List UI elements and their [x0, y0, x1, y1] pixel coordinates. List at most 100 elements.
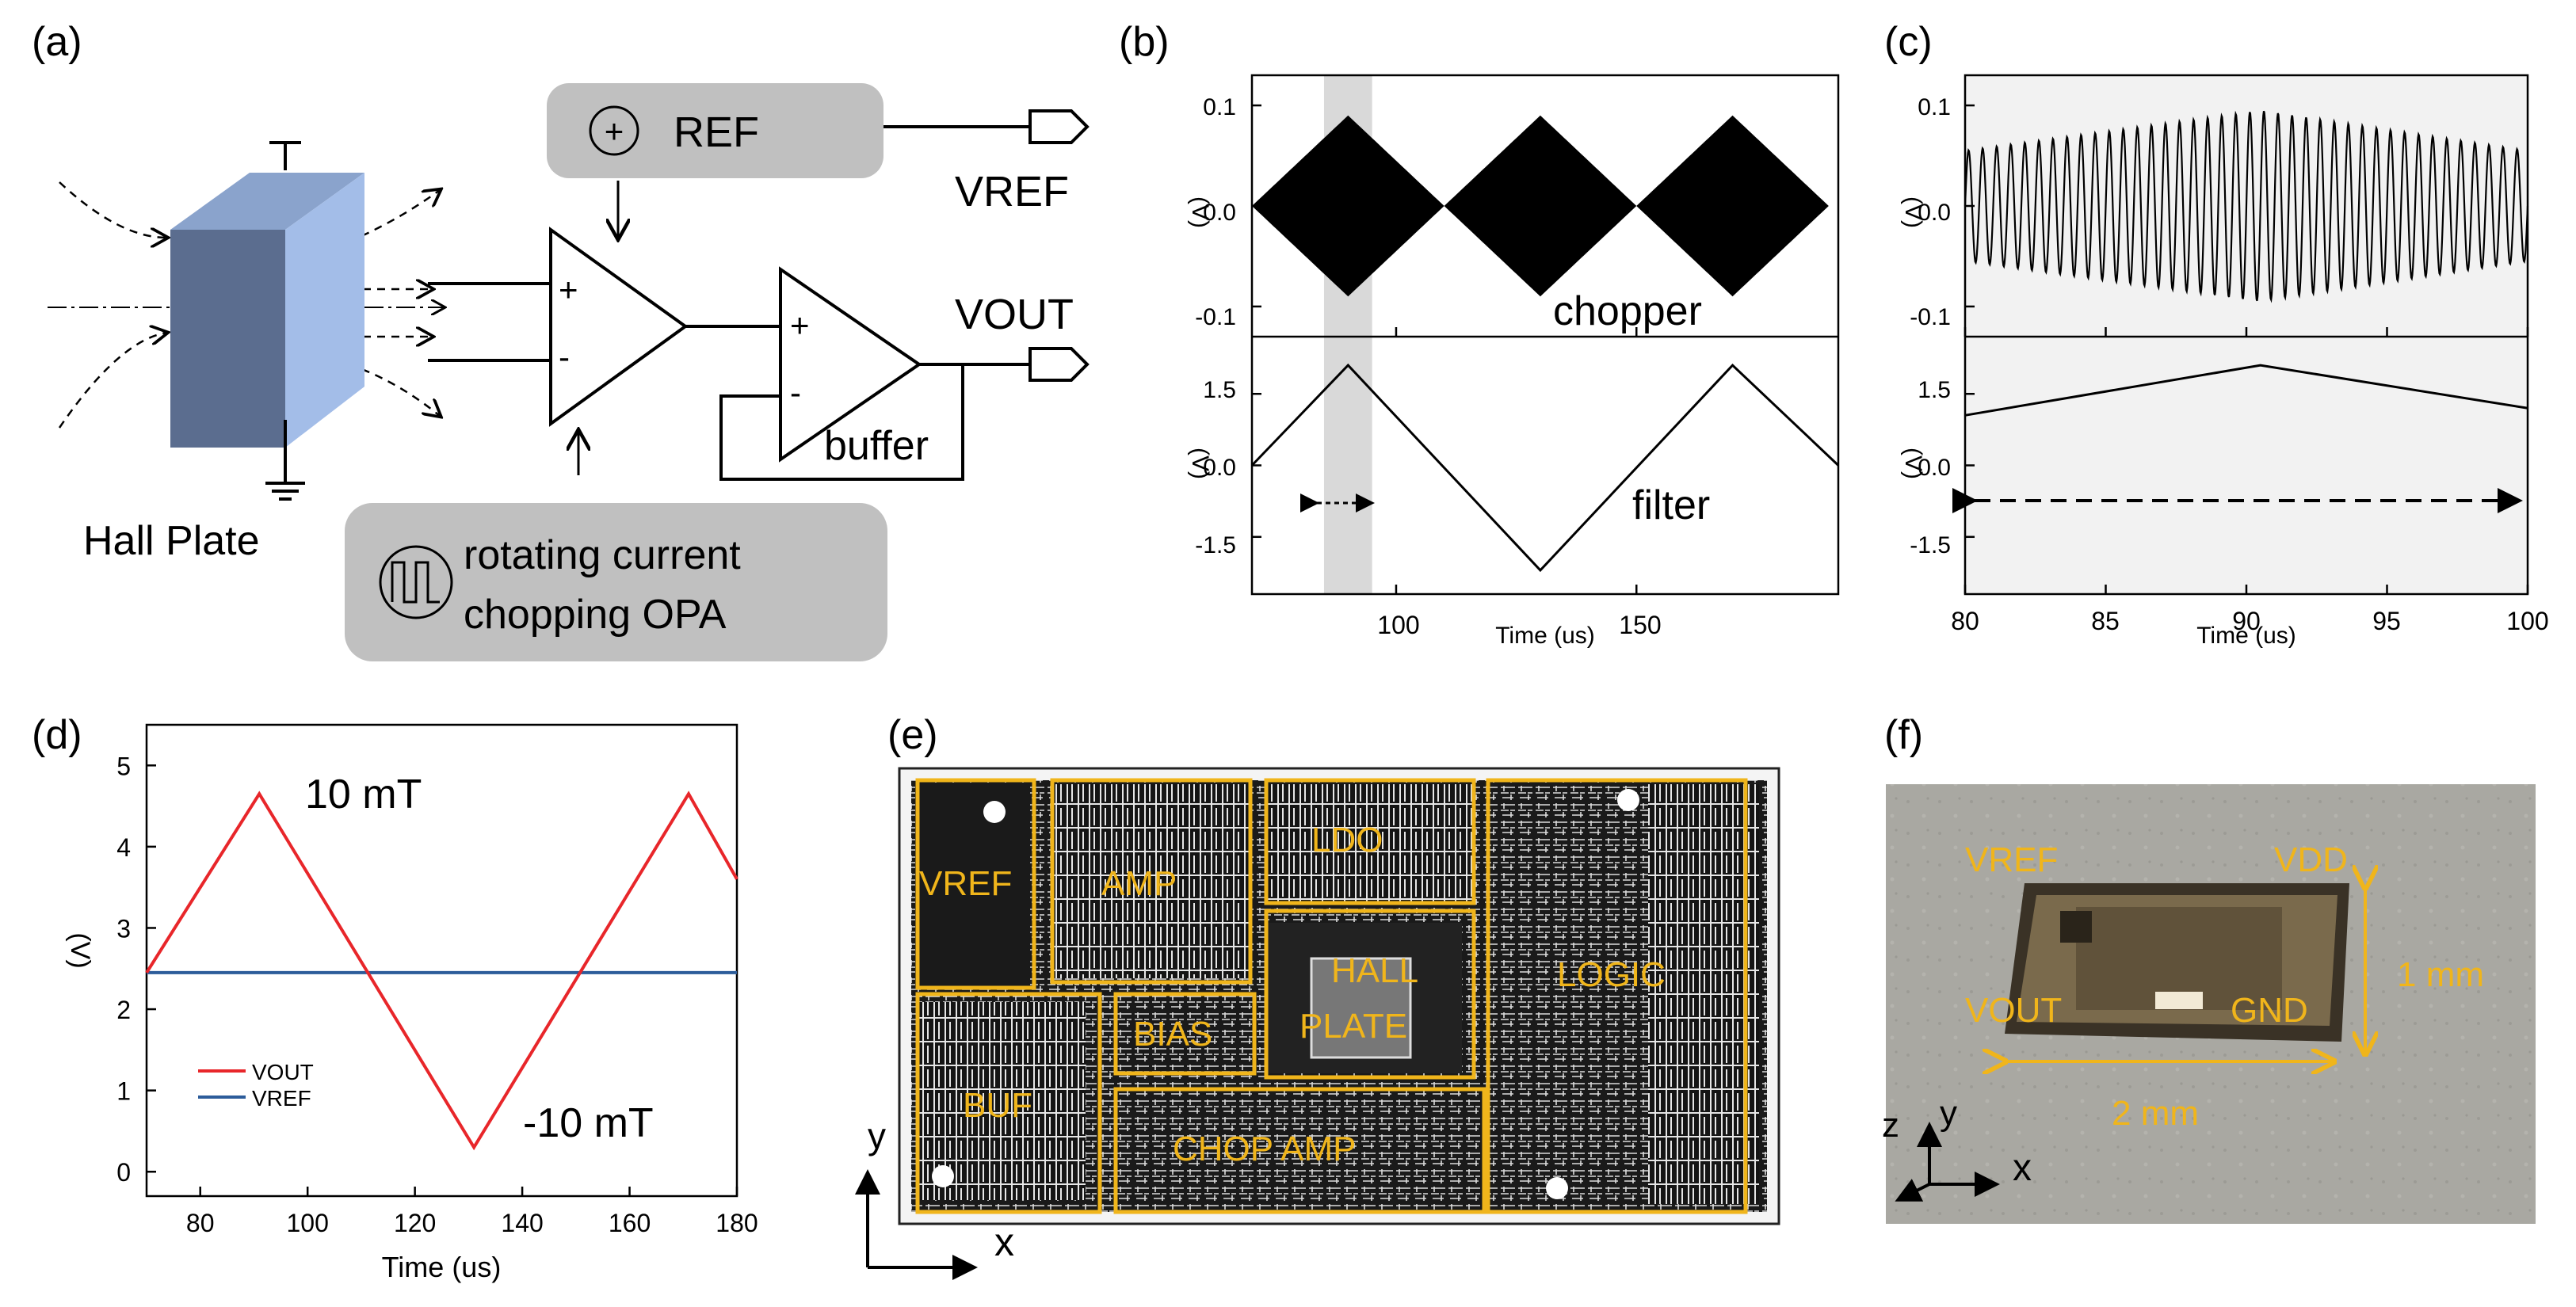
c-ytick-top-2: -0.1: [1910, 304, 1951, 330]
opa1-plus: +: [559, 271, 578, 308]
legend-vout-label: VOUT: [252, 1060, 314, 1084]
photo-y-axis-label: y: [1940, 1094, 1957, 1133]
d-ytick-label-2: 2: [116, 996, 131, 1024]
legend-vref-label: VREF: [252, 1086, 311, 1111]
b-ytick-top-0: 0.1: [1203, 94, 1236, 120]
chopper-label: chopper: [1553, 288, 1702, 334]
d-ytick-label-5: 5: [116, 752, 131, 780]
opa2-plus: +: [790, 307, 810, 344]
c-ytick-top-1: 0.0: [1918, 200, 1951, 226]
ldo-circuitry: [1268, 784, 1474, 903]
b-top-ylabel: (V): [1187, 196, 1213, 228]
d-xtick-label-3: 140: [501, 1209, 543, 1237]
block-label-plate: PLATE: [1299, 1007, 1407, 1046]
block-label-logic: LOGIC: [1557, 955, 1666, 994]
c-ytick-bot-2: -1.5: [1910, 532, 1951, 558]
pin-label-vdd: VDD: [2274, 840, 2348, 879]
voltage-source-icon: [589, 105, 639, 156]
hall-plate-label: Hall Plate: [83, 518, 260, 564]
block-outlines: [915, 778, 1748, 1214]
panel-e-layout: VREF AMP LDO HALL PLATE LOGIC BIAS BUF C…: [855, 767, 1780, 1280]
c-xtick-1: 85: [2091, 607, 2120, 635]
annotation-minus-10mT: -10 mT: [523, 1100, 654, 1146]
panel-b: chopper filter 0.1 0.0 -0.1 1.5 0.0 -1.5…: [1187, 74, 1840, 649]
ref-label: REF: [674, 109, 759, 156]
dim-label-2mm: 2 mm: [2112, 1094, 2199, 1133]
b-ytick-bot-1: 0.0: [1203, 455, 1236, 481]
field-lines: [58, 181, 440, 429]
block-label-buf: BUF: [963, 1086, 1032, 1125]
amp-circuitry: [1054, 784, 1252, 978]
b-xlabel: Time (us): [1495, 623, 1595, 649]
c-bottom-ylabel: (V): [1900, 448, 1926, 479]
chopping-opa-icon: [549, 227, 689, 427]
c-top-ylabel: (V): [1900, 196, 1926, 228]
opa2-minus: -: [790, 374, 801, 411]
c-xtick-2: 90: [2232, 607, 2261, 635]
d-xtick-label-5: 180: [716, 1209, 758, 1237]
c-xtick-0: 80: [1951, 607, 1979, 635]
chopping-block: [345, 503, 887, 661]
pin-label-gnd: GND: [2231, 991, 2308, 1030]
block-label-hall: HALL: [1331, 951, 1418, 990]
d-xlabel: Time (us): [382, 1251, 502, 1283]
b-bottom-ylabel: (V): [1187, 448, 1213, 479]
panel-label-d: (d): [32, 712, 82, 758]
vref-label: VREF: [955, 168, 1069, 215]
photo-z-axis-arrow: [1895, 1179, 1930, 1202]
voltage-source-plus: +: [605, 112, 624, 150]
b-ytick-bot-2: -1.5: [1195, 532, 1236, 558]
ref-block: [547, 83, 883, 178]
logic-pin-array: [1648, 784, 1759, 1204]
filter-trace-zoom: [1964, 364, 2528, 417]
hall-plate-front: [170, 230, 285, 448]
d-ytick-label-1: 1: [116, 1077, 131, 1106]
d-xtick-label-1: 100: [286, 1209, 328, 1237]
c-xtick-3: 95: [2372, 607, 2401, 635]
d-xtick-label-0: 80: [186, 1209, 215, 1237]
panel-f-photo: VREF VDD VOUT GND 1 mm 2 mm z y x: [1882, 784, 2536, 1224]
pad-gnd: [1546, 1177, 1568, 1199]
photo-x-axis-label: x: [2013, 1147, 2032, 1189]
block-label-vref: VREF: [919, 864, 1012, 903]
ground-icon: [265, 420, 305, 501]
panel-d-frame: [145, 723, 738, 1198]
square-wave-icon: [379, 545, 453, 619]
c-xlabel: Time (us): [2196, 623, 2296, 649]
pad-vout: [932, 1165, 954, 1187]
c-xtick-4: 100: [2506, 607, 2548, 635]
pin-label-vref: VREF: [1965, 840, 2058, 879]
chop-label-line1: rotating current: [464, 532, 741, 578]
block-label-chop-amp: CHOP AMP: [1173, 1130, 1356, 1168]
d-xtick-label-2: 120: [394, 1209, 436, 1237]
vout-port-icon: [1028, 347, 1090, 382]
pad-vref: [983, 801, 1006, 823]
block-label-amp: AMP: [1101, 864, 1177, 903]
hall-plate-side: [285, 173, 364, 448]
layout-y-axis-label: y: [868, 1115, 886, 1156]
supply-terminal-icon: [269, 141, 301, 170]
block-label-bias: BIAS: [1133, 1015, 1212, 1054]
buffer-opa-icon: [779, 266, 922, 463]
b-xtick-1: 150: [1619, 611, 1661, 639]
panel-c: 0.1 0.0 -0.1 1.5 0.0 -1.5 (V) (V) 80 85 …: [1900, 74, 2549, 649]
b-ytick-top-2: -0.1: [1195, 304, 1236, 330]
b-xtick-0: 100: [1377, 611, 1419, 639]
vref-port-icon: [1028, 109, 1090, 144]
panel-label-c: (c): [1884, 19, 1933, 65]
panel-label-e: (e): [887, 712, 938, 758]
block-label-ldo: LDO: [1311, 821, 1383, 859]
b-ytick-top-1: 0.0: [1203, 200, 1236, 226]
c-ytick-bot-0: 1.5: [1918, 377, 1951, 403]
pin-label-vout: VOUT: [1965, 991, 2062, 1030]
chop-label-line2: chopping OPA: [464, 592, 727, 638]
b-ytick-bot-0: 1.5: [1203, 377, 1236, 403]
chopper-oscillation: [1963, 110, 2529, 303]
buffer-label: buffer: [824, 423, 929, 469]
dim-label-1mm: 1 mm: [2397, 955, 2484, 994]
d-xtick-label-4: 160: [609, 1209, 651, 1237]
hall-plate-top: [170, 173, 364, 230]
vout-series-line: [145, 791, 738, 1151]
chopper-envelope: [1252, 115, 1829, 297]
